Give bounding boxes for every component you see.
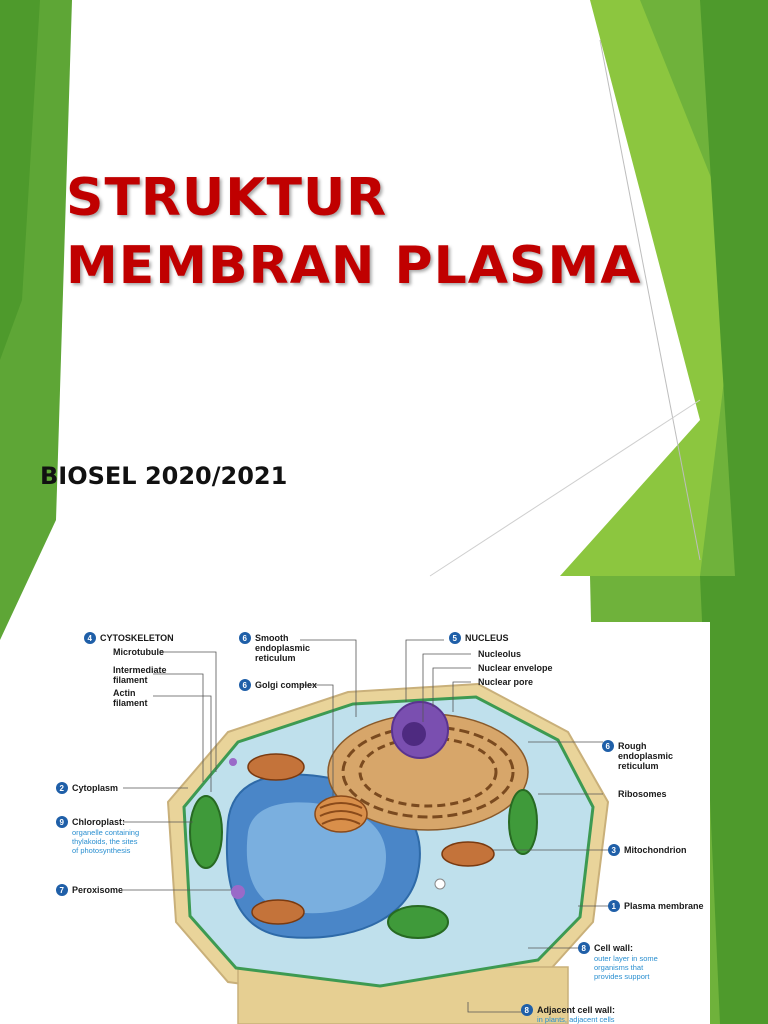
- svg-text:5: 5: [453, 634, 458, 643]
- svg-text:4: 4: [88, 634, 93, 643]
- vesicle: [434, 878, 446, 890]
- label-golgi: 6 Golgi complex: [239, 679, 317, 691]
- mitochondrion: [441, 841, 495, 867]
- chloroplast: [508, 789, 538, 855]
- svg-text:Peroxisome: Peroxisome: [72, 885, 123, 895]
- nucleolus: [402, 722, 426, 746]
- svg-text:3: 3: [612, 846, 617, 855]
- svg-text:Golgi complex: Golgi complex: [255, 680, 317, 690]
- peroxisome: [231, 885, 245, 899]
- svg-text:endoplasmic: endoplasmic: [618, 751, 673, 761]
- label-nucleus: 5 NUCLEUS: [449, 632, 509, 644]
- svg-text:Cytoplasm: Cytoplasm: [72, 783, 118, 793]
- label-actin: Actin: [113, 688, 136, 698]
- chloroplast: [387, 905, 449, 939]
- svg-text:CYTOSKELETON: CYTOSKELETON: [100, 633, 174, 643]
- mitochondrion: [247, 753, 305, 781]
- golgi-cisternae: [319, 802, 363, 825]
- er-folds: [358, 736, 498, 808]
- label-peroxisome: 7 Peroxisome: [56, 884, 123, 896]
- label-intermediate: Intermediate: [113, 665, 167, 675]
- svg-text:NUCLEUS: NUCLEUS: [465, 633, 509, 643]
- svg-text:reticulum: reticulum: [618, 761, 659, 771]
- label-actin-2: filament: [113, 698, 148, 708]
- svg-text:7: 7: [60, 886, 65, 895]
- svg-text:Rough: Rough: [618, 741, 647, 751]
- deco-line: [429, 399, 701, 577]
- svg-text:8: 8: [525, 1006, 530, 1015]
- label-mitochondrion: 3 Mitochondrion: [608, 844, 687, 856]
- right-green-panel-dark: [700, 0, 768, 576]
- mitochondrion: [251, 899, 305, 925]
- svg-text:8: 8: [582, 944, 587, 953]
- svg-text:endoplasmic: endoplasmic: [255, 643, 310, 653]
- svg-text:6: 6: [606, 742, 611, 751]
- svg-text:Cell wall:: Cell wall:: [594, 943, 633, 953]
- title-line-1: STRUKTUR: [66, 168, 388, 228]
- title-line-2: MEMBRAN PLASMA: [66, 236, 642, 296]
- svg-text:2: 2: [60, 784, 65, 793]
- svg-text:6: 6: [243, 634, 248, 643]
- svg-text:Adjacent cell wall:: Adjacent cell wall:: [537, 1005, 615, 1015]
- svg-text:reticulum: reticulum: [255, 653, 296, 663]
- chloroplast: [189, 795, 223, 869]
- leader-lines: [123, 639, 608, 1013]
- label-nuclear-envelope: Nuclear envelope: [478, 663, 553, 673]
- svg-text:Mitochondrion: Mitochondrion: [624, 845, 687, 855]
- svg-text:Smooth: Smooth: [255, 633, 289, 643]
- deco-line: [599, 39, 701, 561]
- label-nucleolus: Nucleolus: [478, 649, 521, 659]
- svg-text:6: 6: [243, 681, 248, 690]
- label-cytoplasm: 2 Cytoplasm: [56, 782, 118, 794]
- svg-text:1: 1: [612, 902, 617, 911]
- label-intermediate-2: filament: [113, 675, 148, 685]
- left-green-accent: [0, 0, 40, 360]
- label-ribosomes: Ribosomes: [618, 789, 667, 799]
- svg-text:outer layer in some: outer layer in some: [594, 954, 658, 963]
- vesicle: [229, 758, 237, 766]
- label-cell-wall: 8 Cell wall: outer layer in some organis…: [578, 942, 658, 981]
- label-nuclear-pore: Nuclear pore: [478, 677, 533, 687]
- label-microtubule: Microtubule: [113, 647, 164, 657]
- svg-text:Chloroplast:: Chloroplast:: [72, 817, 125, 827]
- label-smooth-er: 6 Smooth endoplasmic reticulum: [239, 632, 310, 663]
- label-adjacent-cell-wall: 8 Adjacent cell wall: in plants, adjacen…: [521, 1004, 615, 1024]
- label-cytoskeleton: 4 CYTOSKELETON: [84, 632, 174, 644]
- svg-text:9: 9: [60, 818, 65, 827]
- svg-text:provides support: provides support: [594, 972, 650, 981]
- er-folds: [341, 725, 515, 819]
- label-chloroplast: 9 Chloroplast: organelle containing thyl…: [56, 816, 139, 855]
- right-green-lower-dark: [700, 576, 768, 1024]
- svg-text:thylakoids, the sites: thylakoids, the sites: [72, 837, 138, 846]
- plant-cell-diagram: 4 CYTOSKELETON Microtubule Intermediate …: [48, 622, 710, 1024]
- svg-text:organelle containing: organelle containing: [72, 828, 139, 837]
- svg-text:of photosynthesis: of photosynthesis: [72, 846, 131, 855]
- label-rough-er: 6 Rough endoplasmic reticulum: [602, 740, 673, 771]
- svg-text:Plasma membrane: Plasma membrane: [624, 901, 704, 911]
- subtitle: BIOSEL 2020/2021: [40, 462, 288, 490]
- svg-text:in plants, adjacent cells: in plants, adjacent cells: [537, 1015, 615, 1024]
- svg-text:organisms that: organisms that: [594, 963, 644, 972]
- label-plasma-membrane: 1 Plasma membrane: [608, 900, 704, 912]
